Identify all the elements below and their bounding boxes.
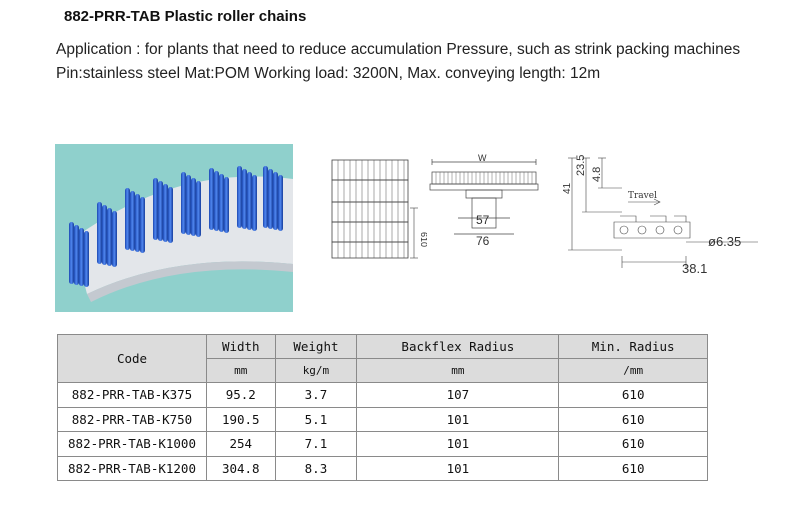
roller-shape [191,178,196,236]
cell-code: 882-PRR-TAB-K1000 [57,431,207,457]
product-photo [55,144,293,312]
header-weight: Weight [274,334,358,359]
table-row: 882-PRR-TAB-K750 190.5 5.1 101 610 [57,406,708,432]
front-view-drawing: 610 [331,159,427,259]
header-width: Width [206,334,276,359]
cell-min-radius: 610 [558,382,708,408]
roller-shape [186,175,191,235]
table-row: 882-PRR-TAB-K1200 304.8 8.3 101 610 [57,455,708,481]
roller-shape [278,175,283,231]
cell-code: 882-PRR-TAB-K750 [57,406,207,432]
header-backflex: Backflex Radius [356,334,560,359]
roller-shape [84,231,89,287]
cell-weight: 5.1 [274,406,358,432]
roller-shape [135,194,140,252]
roller-shape [196,181,201,237]
cell-width: 95.2 [206,382,276,408]
pitch-label: 38.1 [682,261,707,276]
cell-min-radius: 610 [558,455,708,481]
roller-shape [263,166,268,228]
application-text: Application : for plants that need to re… [56,41,741,58]
page-title: 882-PRR-TAB Plastic roller chains [64,8,307,25]
roller-shape [168,187,173,243]
cell-min-radius: 610 [558,406,708,432]
roller-shape [209,168,214,230]
cell-backflex: 101 [356,406,560,432]
cell-backflex: 101 [356,431,560,457]
roller-shape [79,228,84,286]
roller-shape [214,171,219,231]
roller-shape [247,172,252,230]
cell-weight: 7.1 [274,431,358,457]
roller-shape [140,197,145,253]
cell-width: 304.8 [206,455,276,481]
cell-width: 254 [206,431,276,457]
cell-weight: 8.3 [274,455,358,481]
roller-shape [242,169,247,229]
side-view-drawing: W 57 76 [429,153,539,248]
dim-57-label: 57 [476,213,490,227]
diameter-label: ø6.35 [708,234,741,249]
unit-min-radius: /mm [558,358,708,383]
travel-label: Travel [628,191,657,201]
front-dim-label: 610 [419,232,427,247]
table-header-row: Code Width Weight Backflex Radius Min. R… [57,334,708,383]
roller-shape [97,202,102,264]
cell-backflex: 107 [356,382,560,408]
roller-shape [181,172,186,234]
unit-backflex: mm [356,358,560,383]
roller-shape [102,205,107,265]
roller-shape [237,166,242,228]
roller-shape [163,184,168,242]
table-unit-row: mm kg/m mm /mm [58,358,708,383]
roller-shape [112,211,117,267]
roller-shape [268,169,273,229]
roller-shape [125,188,130,250]
spec-table: Code Width Weight Backflex Radius Min. R… [57,334,708,481]
roller-shape [153,178,158,240]
roller-shape [252,175,257,231]
header-min-radius: Min. Radius [558,334,708,359]
dim-4-8-label: 4.8 [591,167,603,182]
unit-weight: kg/m [274,358,358,383]
spec-text: Pin:stainless steel Mat:POM Working load… [56,65,601,82]
dim-41-label: 41 [562,182,573,194]
cell-min-radius: 610 [558,431,708,457]
roller-shape [224,177,229,233]
dim-76-label: 76 [476,234,490,248]
cell-code: 882-PRR-TAB-K375 [57,382,207,408]
profile-drawing: 41 23.5 4.8 Travel ø6.35 38.1 [562,155,758,276]
roller-shape [219,174,224,232]
table-row: 882-PRR-TAB-K375 95.2 3.7 107 610 [57,382,708,408]
dim-23-5-label: 23.5 [575,155,587,176]
width-label: W [478,153,487,163]
header-code: Code [57,334,207,383]
unit-width: mm [206,358,276,383]
roller-shape [107,208,112,266]
roller-shape [130,191,135,251]
cell-weight: 3.7 [274,382,358,408]
cell-code: 882-PRR-TAB-K1200 [57,455,207,481]
roller-shape [69,222,74,284]
cell-backflex: 101 [356,455,560,481]
roller-shape [74,225,79,285]
cell-width: 190.5 [206,406,276,432]
roller-shape [273,172,278,230]
table-row: 882-PRR-TAB-K1000 254 7.1 101 610 [57,431,708,457]
roller-shape [158,181,163,241]
